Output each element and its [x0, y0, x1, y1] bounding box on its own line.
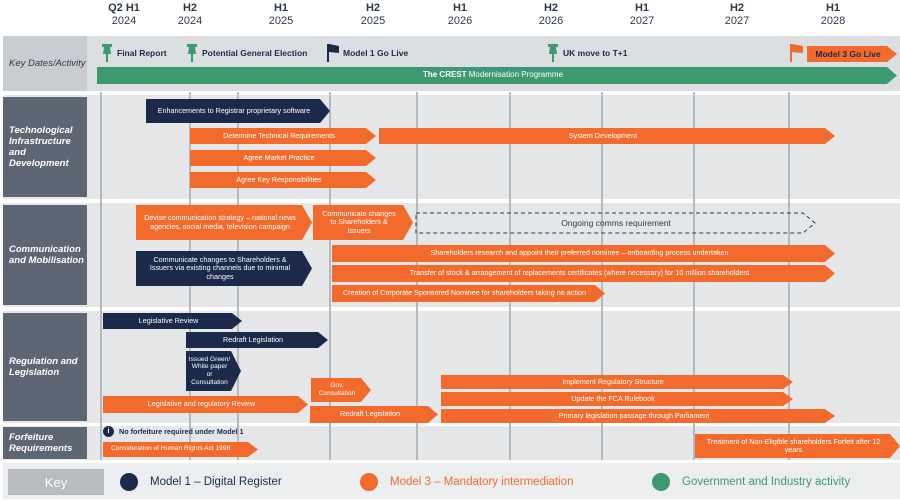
- gridline: [329, 92, 331, 460]
- legend-band: [3, 463, 900, 499]
- navy-flag-icon: [327, 44, 339, 62]
- ongoing-comms-bar: Ongoing comms requirement: [415, 212, 817, 234]
- green-pin-icon: [102, 44, 112, 62]
- treatment-forfeit-bar: Treatment of Non-Eligible shareholders F…: [695, 434, 900, 458]
- gridline: [100, 92, 102, 460]
- transfer-stock-bar: Transfer of stock & arrangement of repla…: [332, 265, 835, 282]
- category-forfeiture: Forfeiture Requirements: [3, 427, 87, 459]
- green-dot-icon: [652, 473, 670, 491]
- tech-band: [3, 95, 900, 199]
- category-tech: Technological Infrastructure and Develop…: [3, 97, 87, 197]
- existing-channels-bar: Communicate changes to Shareholders & Is…: [136, 251, 312, 286]
- green-pin-icon: [548, 44, 558, 62]
- milestone-model3-flag: [790, 44, 804, 62]
- key-responsibilities-bar: Agree Key Responsibilities: [190, 172, 376, 188]
- gov-consultation-bar: Gov. Consultation: [311, 378, 371, 402]
- primary-legislation-bar: Primary legislation passage through Parl…: [441, 409, 835, 423]
- key-label: Key: [8, 469, 104, 495]
- milestone-t-plus-1: UK move to T+1: [547, 44, 627, 62]
- communicate-changes-bar: Communicate changes to Shareholders & Is…: [313, 205, 413, 240]
- orange-dot-icon: [360, 473, 378, 491]
- implement-structure-bar: Implement Regulatory Structure: [441, 375, 793, 389]
- milestone-model1-live: Model 1 Go Live: [327, 44, 408, 62]
- legislative-regulatory-review-bar: Legislative and regulatory Review: [103, 396, 308, 413]
- milestone-election: Potential General Election: [186, 44, 307, 62]
- market-practice-bar: Agree Market Practice: [190, 150, 376, 166]
- category-comms: Communication and Mobilisation: [3, 205, 87, 305]
- legend-model3: Model 3 – Mandatory intermediation: [360, 473, 573, 491]
- legend-government: Government and Industry activity: [652, 473, 850, 491]
- info-icon: i: [103, 426, 114, 437]
- registrar-software-bar: Enhancements to Registrar proprietary so…: [146, 99, 330, 123]
- human-rights-bar: Consideration of Human Rights Act 1998: [103, 442, 258, 457]
- forfeiture-note: i No forfeiture required under Model 1: [103, 426, 244, 437]
- orange-flag-icon: [790, 44, 803, 62]
- system-development-bar: System Development: [379, 128, 835, 144]
- comms-strategy-bar: Devise communication strategy – national…: [136, 205, 312, 240]
- fca-rulebook-bar: Update the FCA Rulebook: [441, 392, 793, 406]
- green-pin-icon: [187, 44, 197, 62]
- navy-dot-icon: [120, 473, 138, 491]
- redraft-legislation-navy-bar: Redraft Legislation: [186, 332, 328, 348]
- issued-paper-bar: Issued Green/ White paper or Consultatio…: [186, 351, 241, 391]
- shareholders-research-bar: Shareholders research and appoint their …: [332, 245, 835, 262]
- milestone-final-report: Final Report: [101, 44, 167, 62]
- corporate-nominee-bar: Creation of Corporate Sponsored Nominee …: [332, 285, 605, 302]
- legislative-review-bar: Legislative Review: [103, 313, 242, 329]
- category-regulation: Regulation and Legislation: [3, 313, 87, 421]
- crest-programme-bar: The CREST Modernisation Programme: [97, 67, 897, 84]
- legend-model1: Model 1 – Digital Register: [120, 473, 282, 491]
- tech-requirements-bar: Determine Technical Requirements: [190, 128, 376, 144]
- redraft-legislation-orange-bar: Redraft Legislation: [310, 406, 438, 423]
- milestone-model3-live: Model 3 Go Live: [807, 46, 897, 62]
- category-key-dates: Key Dates/Activity: [3, 36, 87, 91]
